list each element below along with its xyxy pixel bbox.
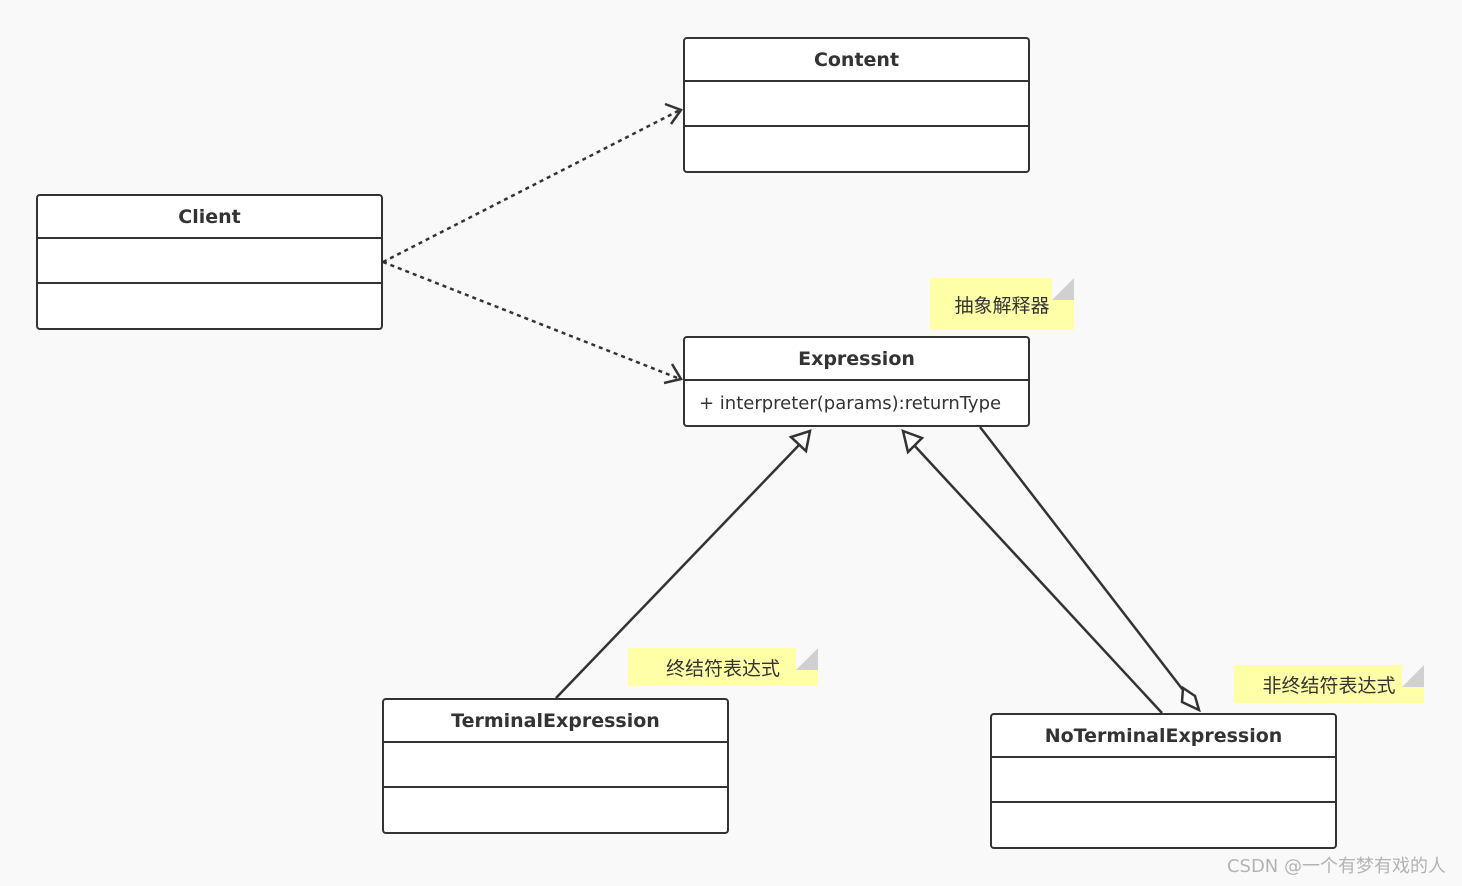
note-fold-icon bbox=[1402, 665, 1424, 687]
note-nonterminal-expression[interactable]: 非终结符表达式 bbox=[1234, 665, 1424, 703]
generalization-terminal bbox=[555, 443, 801, 699]
class-terminal-expression[interactable]: TerminalExpression bbox=[382, 698, 729, 834]
generalization-triangle-noterminal bbox=[901, 429, 925, 455]
dependency-arrowhead-content bbox=[664, 102, 683, 125]
class-expression[interactable]: Expression + interpreter(params):returnT… bbox=[683, 336, 1030, 427]
class-content[interactable]: Content bbox=[683, 37, 1030, 173]
note-fold-icon bbox=[796, 648, 818, 670]
class-noterminal-expression-operations bbox=[992, 803, 1335, 847]
watermark: CSDN @一个有梦有戏的人 bbox=[1226, 856, 1446, 877]
class-client-name: Client bbox=[38, 196, 381, 239]
note-terminal-expression-text: 终结符表达式 bbox=[665, 657, 780, 680]
generalization-noterminal bbox=[912, 443, 1163, 714]
class-content-attributes bbox=[685, 82, 1028, 127]
note-terminal-expression[interactable]: 终结符表达式 bbox=[628, 648, 818, 686]
class-terminal-expression-attributes bbox=[384, 743, 727, 788]
class-content-operations bbox=[685, 127, 1028, 171]
class-expression-name: Expression bbox=[685, 338, 1028, 381]
class-noterminal-expression-attributes bbox=[992, 758, 1335, 803]
dependency-client-content bbox=[382, 108, 681, 264]
dependency-arrowhead-expression bbox=[663, 363, 683, 385]
note-nonterminal-expression-text: 非终结符表达式 bbox=[1262, 674, 1396, 697]
class-expression-operation: + interpreter(params):returnType bbox=[699, 392, 1002, 414]
aggregation-line bbox=[979, 426, 1184, 691]
class-client[interactable]: Client bbox=[36, 194, 383, 330]
class-terminal-expression-name: TerminalExpression bbox=[384, 700, 727, 743]
note-fold-icon bbox=[1052, 278, 1074, 300]
class-terminal-expression-operations bbox=[384, 788, 727, 832]
class-client-attributes bbox=[38, 239, 381, 284]
generalization-triangle-terminal bbox=[788, 429, 812, 454]
class-noterminal-expression-name: NoTerminalExpression bbox=[992, 715, 1335, 758]
class-client-operations bbox=[38, 284, 381, 328]
dependency-client-expression bbox=[382, 260, 681, 381]
class-noterminal-expression[interactable]: NoTerminalExpression bbox=[990, 713, 1337, 849]
note-abstract-interpreter-text: 抽象解释器 bbox=[954, 294, 1050, 317]
note-abstract-interpreter[interactable]: 抽象解释器 bbox=[930, 278, 1074, 330]
class-content-name: Content bbox=[685, 39, 1028, 82]
aggregation-diamond bbox=[1180, 685, 1201, 713]
